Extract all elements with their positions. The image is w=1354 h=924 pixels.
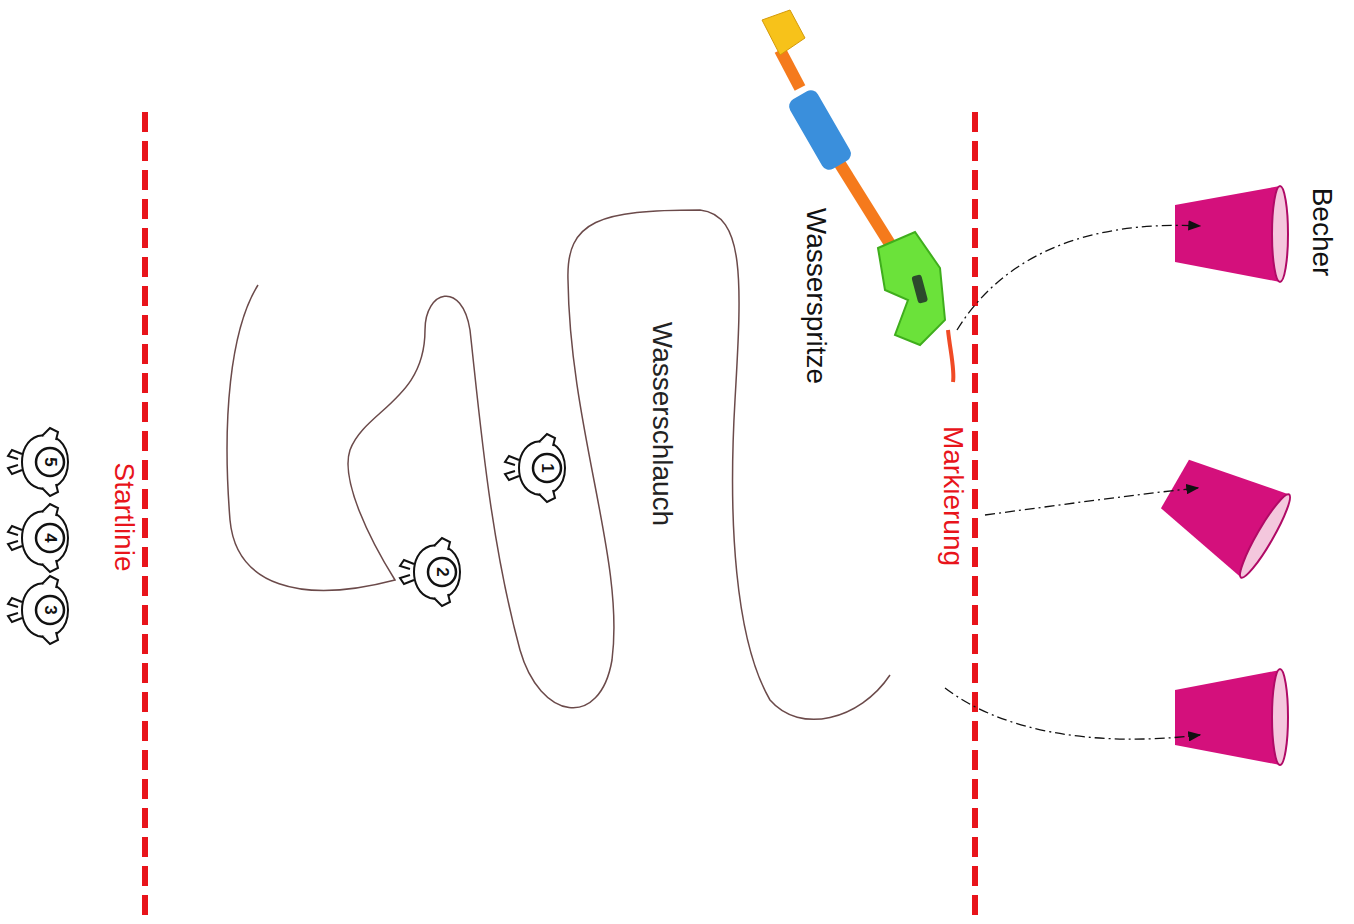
hose-line	[227, 210, 890, 719]
callout-number: 1	[539, 463, 556, 472]
person-figure	[8, 576, 68, 644]
callout-number: 2	[434, 567, 451, 576]
person-figure	[400, 538, 460, 606]
cup	[1175, 186, 1288, 282]
person-figure	[505, 434, 565, 502]
throw-line	[945, 688, 1200, 739]
callout-number: 5	[42, 457, 59, 466]
part-name: Startlinie	[110, 463, 138, 572]
throw-line	[957, 225, 1200, 330]
callout-number: 4	[42, 533, 59, 542]
part-name: Becher	[1308, 188, 1336, 277]
person-figure	[8, 504, 68, 572]
part-name: Wasserspritze	[802, 208, 830, 384]
part-name: Wasserschlauch	[648, 322, 676, 526]
throw-line	[985, 488, 1198, 515]
water-gun	[762, 10, 953, 382]
callout-number: 3	[42, 605, 59, 614]
part-name: Markierung	[939, 426, 967, 566]
cup	[1175, 669, 1288, 765]
start-line	[142, 112, 148, 924]
person-figure	[8, 428, 68, 496]
cup	[1151, 442, 1296, 581]
mark-line	[972, 112, 978, 924]
